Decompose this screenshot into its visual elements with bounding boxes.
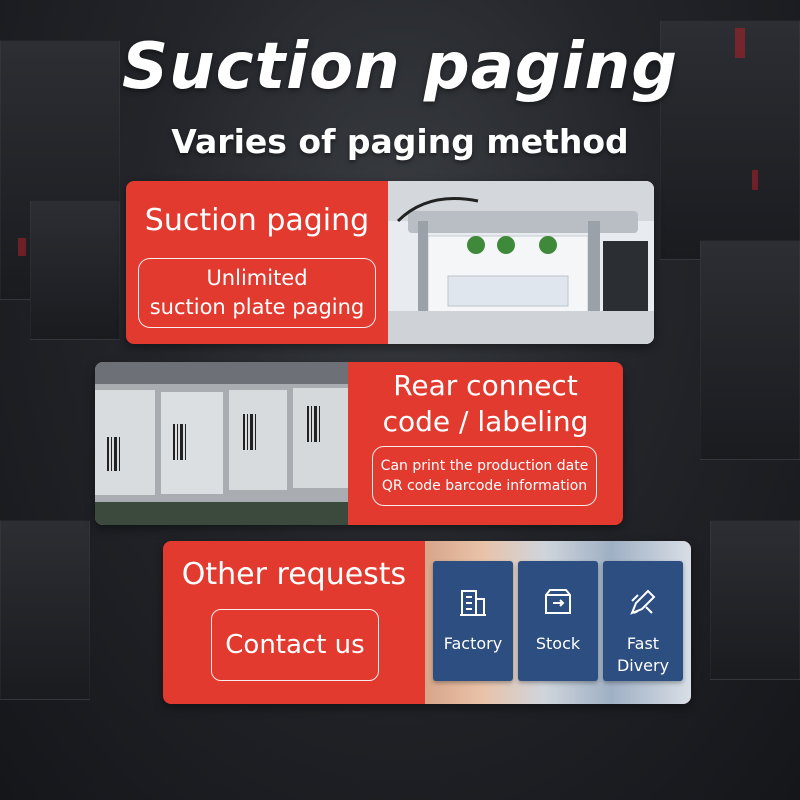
page-title: Suction paging — [121, 30, 679, 104]
barcode-labels-photo — [95, 362, 348, 525]
contact-us-label: Contact us — [225, 630, 365, 660]
factory-icon — [460, 590, 486, 616]
pill-text: suction plate paging — [149, 295, 365, 319]
service-tile-factory[interactable]: Factory — [433, 561, 513, 681]
service-label: Fast — [626, 634, 660, 653]
service-label: Divery — [616, 656, 670, 675]
heading-line: Rear connect — [393, 369, 578, 402]
suction-paging-card: Suction paging Unlimited suction plate p… — [126, 181, 654, 344]
feature-pill: Unlimited suction plate paging — [138, 258, 376, 328]
card-heading: Suction paging — [144, 203, 370, 238]
heading-line: code / labeling — [382, 405, 589, 438]
contact-us-button[interactable]: Contact us — [211, 609, 379, 681]
machine-photo — [388, 181, 654, 344]
delivery-icon — [630, 589, 656, 615]
service-label: Stock — [535, 634, 581, 653]
card-heading: Rear connect code / labeling — [348, 368, 623, 440]
feature-pill: Can print the production date QR code ba… — [372, 446, 597, 506]
service-photo: Factory Stock Fast Divery — [425, 541, 691, 704]
service-tile-stock[interactable]: Stock — [518, 561, 598, 681]
pill-text: QR code barcode information — [381, 478, 588, 494]
pill-text: Can print the production date — [380, 458, 589, 474]
other-requests-card: Other requests Contact us Factory Stock — [163, 541, 691, 704]
stock-icon — [545, 589, 571, 614]
rear-labeling-card: Rear connect code / labeling Can print t… — [95, 362, 623, 525]
pill-text: Unlimited — [206, 266, 308, 290]
service-label: Factory — [443, 634, 503, 653]
service-tile-delivery[interactable]: Fast Divery — [603, 561, 683, 681]
card-heading: Other requests — [181, 557, 407, 592]
page-subtitle: Varies of paging method — [171, 122, 629, 161]
